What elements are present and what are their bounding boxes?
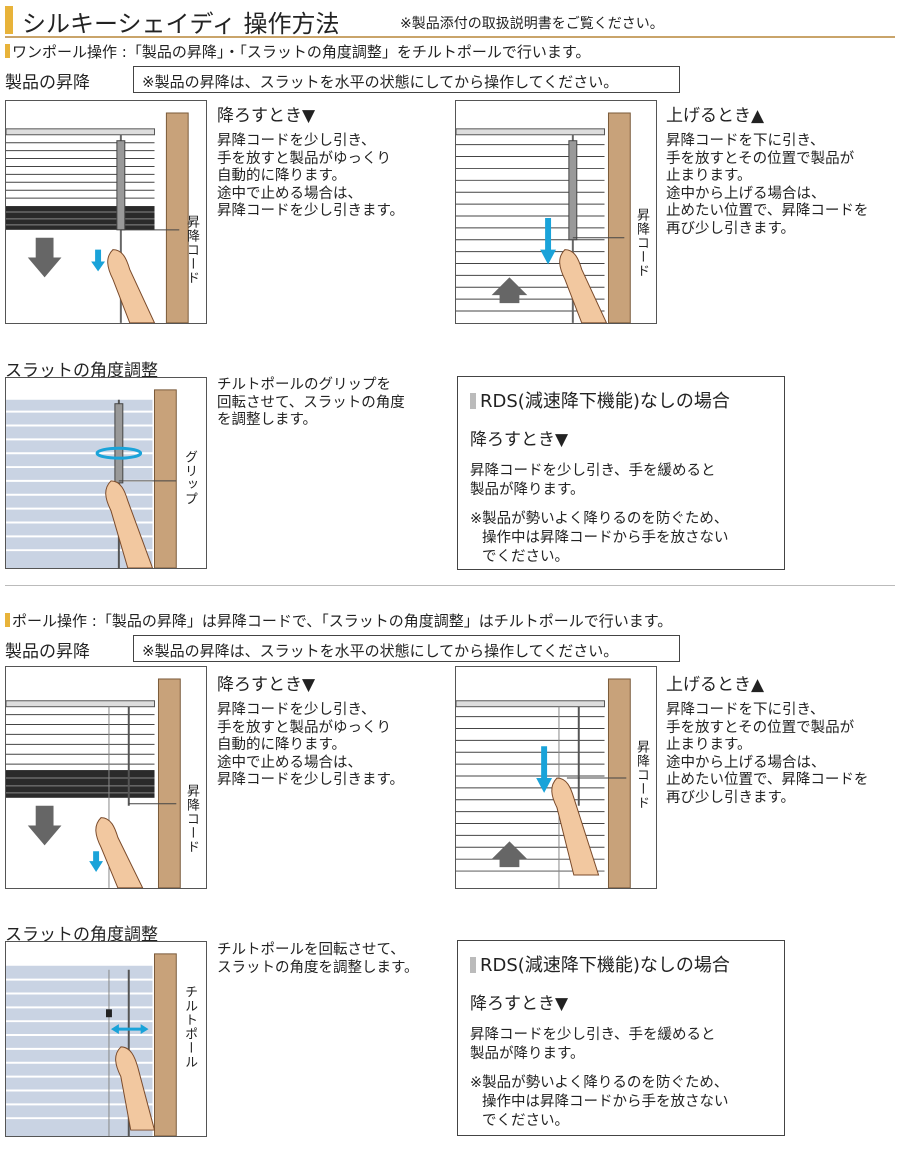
illustration-slat-pole xyxy=(5,941,207,1137)
rds-title: RDS(減速降下機能)なしの場合 xyxy=(470,951,772,977)
section-heading-pole: ポール操作 :「製品の昇降」は昇降コードで、「スラットの角度調整」はチルトポール… xyxy=(5,610,672,631)
raise-instructions: 昇降コードを下に引き、手を放すとその位置で製品が止まります。途中から上げる場合は… xyxy=(666,133,869,237)
illustration-lower-pole xyxy=(5,666,207,889)
grip-label: グリップ xyxy=(182,450,197,506)
manual-note: ※製品添付の取扱説明書をご覧ください。 xyxy=(400,16,664,32)
page-title: シルキーシェイディ 操作方法 xyxy=(22,10,340,38)
rds-lower-title: 降ろすとき▼ xyxy=(470,994,569,1014)
rds-note: ※製品が勢いよく降りるのを防ぐため、操作中は昇降コードから手を放さないでください… xyxy=(470,1075,729,1129)
section-heading-one-pole: ワンポール操作 :「製品の昇降」・「スラットの角度調整」をチルトポールで行います… xyxy=(5,41,590,62)
raise-lower-label: 製品の昇降 xyxy=(5,642,90,662)
slat-angle-label: スラットの角度調整 xyxy=(5,925,158,945)
cord-label: 昇降コード xyxy=(184,784,199,854)
cord-label: 昇降コード xyxy=(634,740,649,810)
rds-note: ※製品が勢いよく降りるのを防ぐため、操作中は昇降コードから手を放さないでください… xyxy=(470,511,729,565)
raise-title: 上げるとき▲ xyxy=(666,675,765,695)
notice-box: ※製品の昇降は、スラットを水平の状態にしてから操作してください。 xyxy=(133,66,680,93)
lower-title: 降ろすとき▼ xyxy=(217,675,316,695)
rds-body: 昇降コードを少し引き、手を緩めると製品が降ります。 xyxy=(470,1027,716,1062)
rds-body: 昇降コードを少し引き、手を緩めると製品が降ります。 xyxy=(470,463,716,498)
slat-angle-label: スラットの角度調整 xyxy=(5,361,158,381)
cord-label: 昇降コード xyxy=(634,208,649,278)
lower-title: 降ろすとき▼ xyxy=(217,106,316,126)
raise-lower-label: 製品の昇降 xyxy=(5,73,90,93)
illustration-lower-one-pole xyxy=(5,100,207,324)
slat-instructions: チルトポールを回転させて、スラットの角度を調整します。 xyxy=(217,942,419,976)
rds-box: RDS(減速降下機能)なしの場合 降ろすとき▼ 昇降コードを少し引き、手を緩める… xyxy=(457,376,785,570)
rds-lower-title: 降ろすとき▼ xyxy=(470,430,569,450)
illustration-raise-pole xyxy=(455,666,657,889)
raise-instructions: 昇降コードを下に引き、手を放すとその位置で製品が止まります。途中から上げる場合は… xyxy=(666,702,869,806)
lower-instructions: 昇降コードを少し引き、手を放すと製品がゆっくり自動的に降ります。途中で止める場合… xyxy=(217,702,405,788)
slat-instructions: チルトポールのグリップを回転させて、スラットの角度を調整します。 xyxy=(217,377,405,428)
lower-instructions: 昇降コードを少し引き、手を放すと製品がゆっくり自動的に降ります。途中で止める場合… xyxy=(217,133,405,219)
tilt-pole-label: チルトポール xyxy=(182,985,197,1069)
cord-label: 昇降コード xyxy=(184,215,199,285)
section-divider xyxy=(5,585,895,586)
rds-box: RDS(減速降下機能)なしの場合 降ろすとき▼ 昇降コードを少し引き、手を緩める… xyxy=(457,940,785,1136)
rds-title: RDS(減速降下機能)なしの場合 xyxy=(470,387,772,413)
notice-box: ※製品の昇降は、スラットを水平の状態にしてから操作してください。 xyxy=(133,635,680,662)
illustration-raise-one-pole xyxy=(455,100,657,324)
raise-title: 上げるとき▲ xyxy=(666,106,765,126)
illustration-slat-one-pole xyxy=(5,377,207,569)
title-accent-bar xyxy=(5,6,13,34)
title-bar xyxy=(5,6,895,38)
